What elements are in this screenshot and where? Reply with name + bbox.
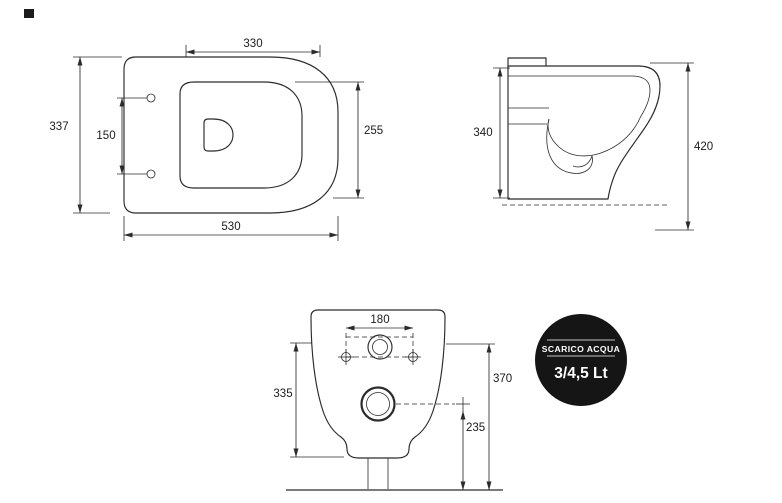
rear-view: 180 335 370 235: [273, 309, 512, 491]
dim-left-height: 335: [273, 342, 344, 458]
bowl-curve: [547, 115, 642, 157]
badge-label: SCARICO ACQUA: [542, 344, 620, 354]
hinge-hole-top: [146, 93, 156, 103]
hinge-hole-bottom: [146, 169, 156, 179]
dim-hinge-spacing-label: 150: [96, 130, 115, 142]
dim-opening-depth: 255: [295, 81, 383, 199]
badge-circle: [535, 314, 627, 406]
drain-hole-inner: [366, 392, 390, 416]
inlet-hole-inner: [372, 339, 388, 355]
side-view: 340 420: [473, 57, 713, 231]
dim-drain-height: 235: [396, 397, 485, 491]
dim-right-height: 370: [446, 343, 512, 491]
dim-hinge-spacing: 150: [96, 97, 147, 175]
water-capacity-badge: SCARICO ACQUA 3/4,5 Lt: [535, 314, 627, 406]
side-profile-outline: [507, 65, 661, 200]
page-corner-mark: [24, 9, 34, 18]
badge-value: 3/4,5 Lt: [554, 365, 607, 382]
dim-depth: 337: [49, 56, 122, 214]
dim-opening-depth-label: 255: [364, 125, 383, 137]
dim-drain-height-label: 235: [466, 422, 485, 434]
dim-inlet-spacing-label: 180: [370, 314, 389, 326]
rear-outline: [310, 309, 446, 459]
dim-body-height: 340: [473, 67, 510, 199]
seat-opening-outline: [179, 81, 303, 189]
dim-depth-label: 337: [49, 121, 68, 133]
fixing-tab: [507, 57, 547, 70]
dim-body-height-label: 340: [473, 127, 492, 139]
trap-curve: [546, 118, 593, 174]
rim-inner-line: [508, 75, 651, 117]
dim-right-height-label: 370: [493, 373, 512, 385]
plan-view: 330 337 150 255 530: [49, 38, 383, 241]
dim-overall-height: 420: [650, 62, 713, 231]
dim-left-height-label: 335: [273, 388, 292, 400]
dim-overall-width-label: 530: [221, 221, 240, 233]
dim-overall-width: 530: [123, 216, 339, 241]
dim-top-width-label: 330: [243, 38, 262, 50]
flush-outlet-shape: [203, 118, 234, 152]
dim-inlet-spacing: 180: [345, 314, 414, 358]
dim-top-width: 330: [185, 38, 321, 57]
inlet-hole: [367, 334, 393, 360]
drain-hole: [360, 386, 396, 422]
bowl-outline: [123, 56, 339, 214]
dim-overall-height-label: 420: [694, 141, 713, 153]
